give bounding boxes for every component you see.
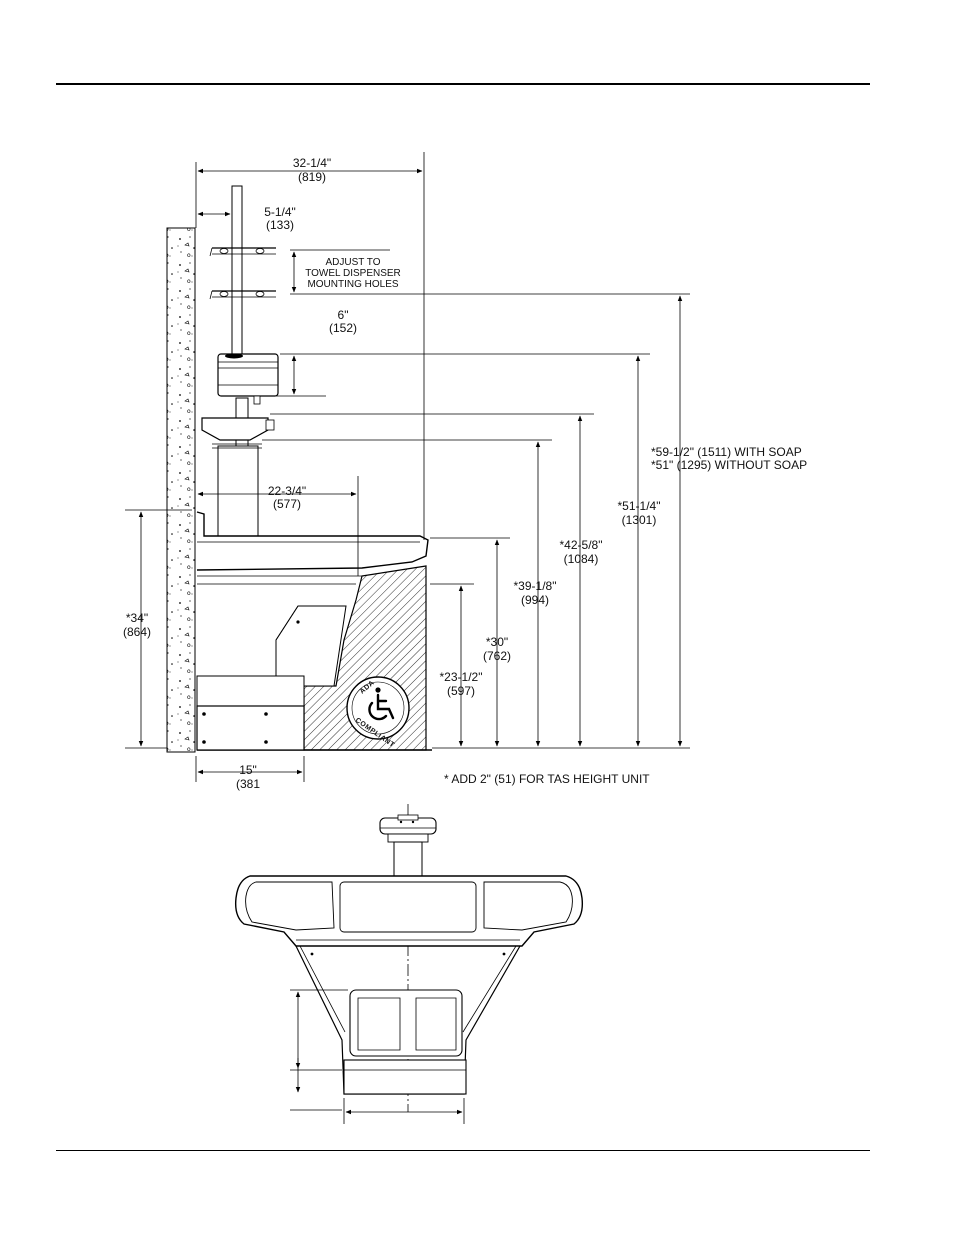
wall-section [166, 227, 196, 753]
witness-lines [125, 152, 690, 782]
dim-42-5-8-metric: (1084) [564, 552, 599, 566]
dim-overall-depth-metric: (819) [298, 170, 326, 184]
dim-base-depth: 15" [239, 763, 257, 777]
wheelchair-icon [368, 687, 395, 721]
side-elevation: ADA COMPLIANT [123, 152, 807, 791]
towel-note-2: TOWEL DISPENSER [305, 268, 401, 279]
dim-23-1-2: *23-1/2" [440, 670, 483, 684]
front-view [234, 804, 584, 1124]
sprayhead-top [379, 814, 437, 877]
dim-30-metric: (762) [483, 649, 511, 663]
towel-note-1: ADJUST TO [325, 257, 380, 268]
towel-note-3: MOUNTING HOLES [307, 279, 398, 290]
dim-51-1-4-metric: (1301) [622, 513, 657, 527]
dim-rim-height-metric: (864) [123, 625, 151, 639]
dim-total-height-line1: *59-1/2" (1511) WITH SOAP [651, 445, 802, 459]
dim-51-1-4: *51-1/4" [618, 499, 661, 513]
dim-rim-height: *34" [126, 611, 148, 625]
dim-reach: 22-3/4" [268, 484, 306, 498]
dim-wall-to-column: 5-1/4" [264, 205, 296, 219]
footer-rule [56, 1150, 870, 1151]
dim-overall-depth: 32-1/4" [293, 156, 331, 170]
dim-30: *30" [486, 635, 508, 649]
towel-brackets [209, 247, 276, 300]
footnote: * ADD 2" (51) FOR TAS HEIGHT UNIT [444, 772, 650, 786]
dim-soap-offset-metric: (152) [329, 321, 357, 335]
dimension-arrows [138, 168, 683, 775]
dim-total-height-line2: *51" (1295) WITHOUT SOAP [651, 458, 807, 472]
dim-39-1-8-metric: (994) [521, 593, 549, 607]
dim-soap-offset: 6" [338, 308, 349, 322]
dim-base-depth-metric: (381 [236, 777, 260, 791]
pedestal-front [295, 945, 521, 1095]
dim-42-5-8: *42-5/8" [560, 538, 603, 552]
bowl [196, 476, 429, 585]
ada-badge: ADA COMPLIANT [346, 676, 410, 749]
dim-wall-to-column-metric: (133) [266, 218, 294, 232]
dim-23-1-2-metric: (597) [447, 684, 475, 698]
header-rule [56, 83, 870, 85]
dim-39-1-8: *39-1/8" [514, 579, 557, 593]
soap-dispenser [217, 353, 279, 405]
front-dimensions [290, 989, 465, 1124]
dimension-labels: 32-1/4" (819) 5-1/4" (133) ADJUST TO TOW… [123, 156, 807, 791]
dim-reach-metric: (577) [273, 497, 301, 511]
bowl-top [234, 875, 584, 947]
sprayhead [201, 417, 275, 449]
